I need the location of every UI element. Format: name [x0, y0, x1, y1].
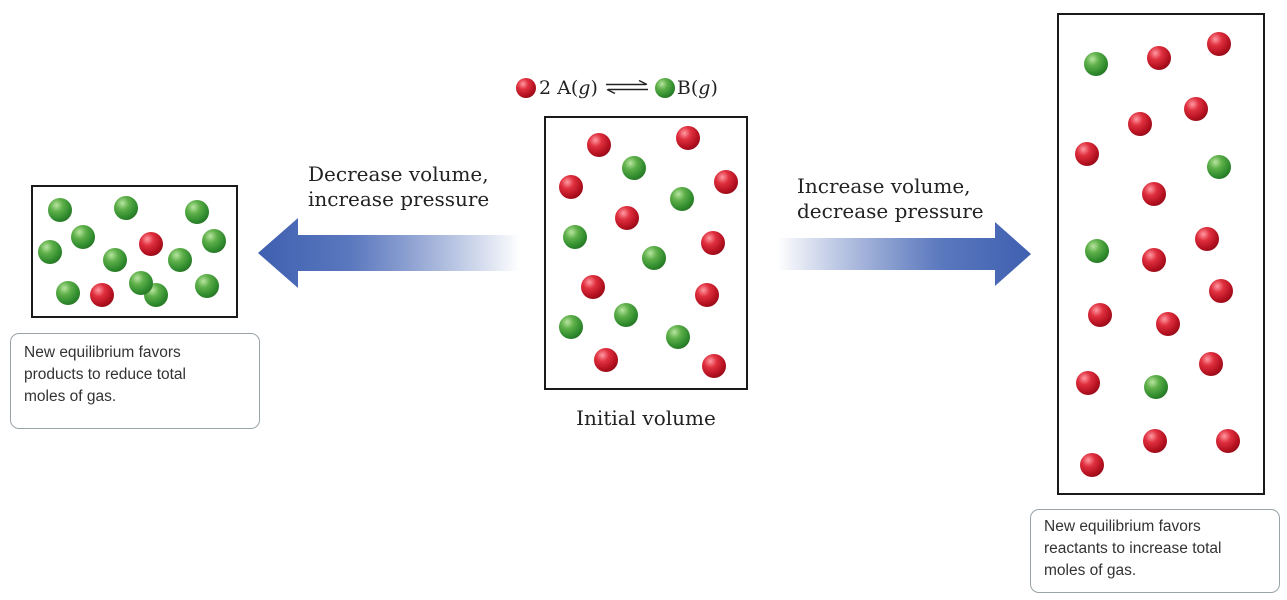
molecule-b [642, 246, 666, 270]
molecule-b-icon [654, 78, 675, 98]
compress-instruction-line-1: Decrease volume, [308, 162, 489, 186]
molecule-a [676, 126, 700, 150]
compress-instruction-line-2: increase pressure [308, 187, 490, 211]
molecule-b [103, 248, 127, 272]
molecule-b [622, 156, 646, 180]
molecule-b [129, 271, 153, 295]
molecule-b [195, 274, 219, 298]
molecule-a [1207, 32, 1231, 56]
molecule-b [56, 281, 80, 305]
molecule-a [139, 232, 163, 256]
reactants-note-line-1: New equilibrium favors [1044, 518, 1201, 535]
molecule-a [1142, 182, 1166, 206]
molecule-a [1128, 112, 1152, 136]
molecule-b [38, 240, 62, 264]
expand-instruction-line-1: Increase volume, [797, 174, 971, 198]
molecule-a [702, 354, 726, 378]
molecule-b [563, 225, 587, 249]
molecule-a [1143, 429, 1167, 453]
products-favored-note: New equilibrium favors products to reduc… [10, 333, 260, 429]
molecule-a [1156, 312, 1180, 336]
molecule-a [1088, 303, 1112, 327]
molecule-b [48, 198, 72, 222]
reaction-equation: 2 A(g) B(g) [516, 74, 718, 102]
molecule-b [71, 225, 95, 249]
expand-instruction-line-2: decrease pressure [797, 199, 984, 223]
molecule-b [614, 303, 638, 327]
molecule-a [1216, 429, 1240, 453]
molecule-a [1076, 371, 1100, 395]
molecule-a [1080, 453, 1104, 477]
molecule-a [559, 175, 583, 199]
molecule-a [581, 275, 605, 299]
molecule-a-icon [516, 78, 536, 98]
products-note-line-3: moles of gas. [24, 388, 117, 405]
equation-reactant: A [557, 77, 571, 99]
molecule-a [615, 206, 639, 230]
molecule-a [695, 283, 719, 307]
molecule-a [714, 170, 738, 194]
molecule-a [90, 283, 114, 307]
equation-product-phase: g [698, 77, 711, 99]
molecule-b [1144, 375, 1168, 399]
molecule-b [670, 187, 694, 211]
molecule-a [1075, 142, 1099, 166]
molecule-b [666, 325, 690, 349]
right-arrow-icon [777, 222, 1031, 286]
molecule-a [701, 231, 725, 255]
molecule-a [1184, 97, 1208, 121]
left-arrow-icon [258, 218, 520, 288]
products-note-line-1: New equilibrium favors [24, 344, 181, 361]
molecule-a [1147, 46, 1171, 70]
molecule-b [168, 248, 192, 272]
molecule-a [587, 133, 611, 157]
initial-volume-caption: Initial volume [576, 406, 716, 430]
equation-product: B [676, 77, 691, 99]
molecule-a [594, 348, 618, 372]
molecule-b [1085, 239, 1109, 263]
molecule-b [1084, 52, 1108, 76]
molecule-a [1199, 352, 1223, 376]
molecule-b [559, 315, 583, 339]
reactants-note-line-3: moles of gas. [1044, 562, 1137, 579]
equation-reactant-phase: g [578, 77, 591, 99]
equilibrium-arrows-icon [605, 77, 649, 99]
molecule-b [114, 196, 138, 220]
expand-instruction: Increase volume, decrease pressure [797, 174, 984, 224]
reactants-note-line-2: reactants to increase total [1044, 540, 1222, 557]
expanded-container [1057, 13, 1265, 495]
molecule-b [185, 200, 209, 224]
molecule-b [1207, 155, 1231, 179]
molecule-a [1209, 279, 1233, 303]
molecule-a [1195, 227, 1219, 251]
reactants-favored-note: New equilibrium favors reactants to incr… [1030, 509, 1280, 593]
compress-instruction: Decrease volume, increase pressure [308, 162, 489, 212]
equation-coefficient: 2 [539, 77, 552, 99]
products-note-line-2: products to reduce total [24, 366, 186, 383]
molecule-a [1142, 248, 1166, 272]
compressed-container [31, 185, 238, 318]
molecule-b [202, 229, 226, 253]
initial-container [544, 116, 748, 390]
